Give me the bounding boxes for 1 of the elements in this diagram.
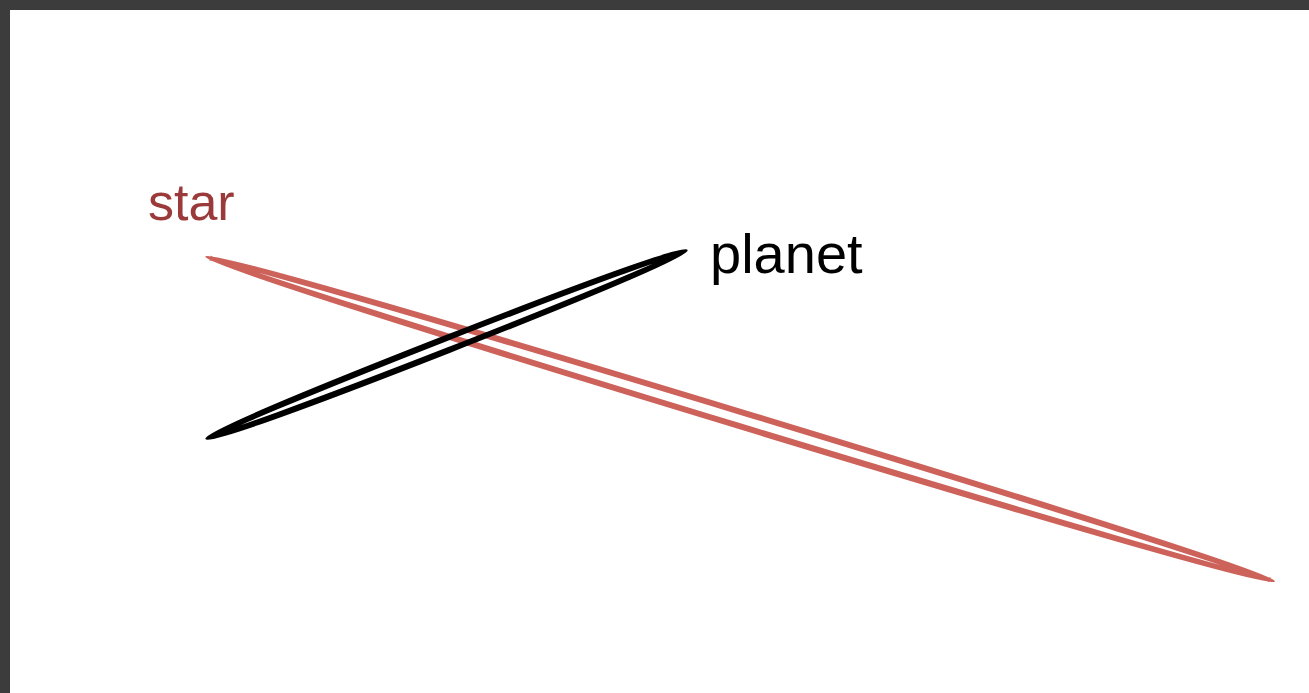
body-label: star: [148, 176, 235, 228]
